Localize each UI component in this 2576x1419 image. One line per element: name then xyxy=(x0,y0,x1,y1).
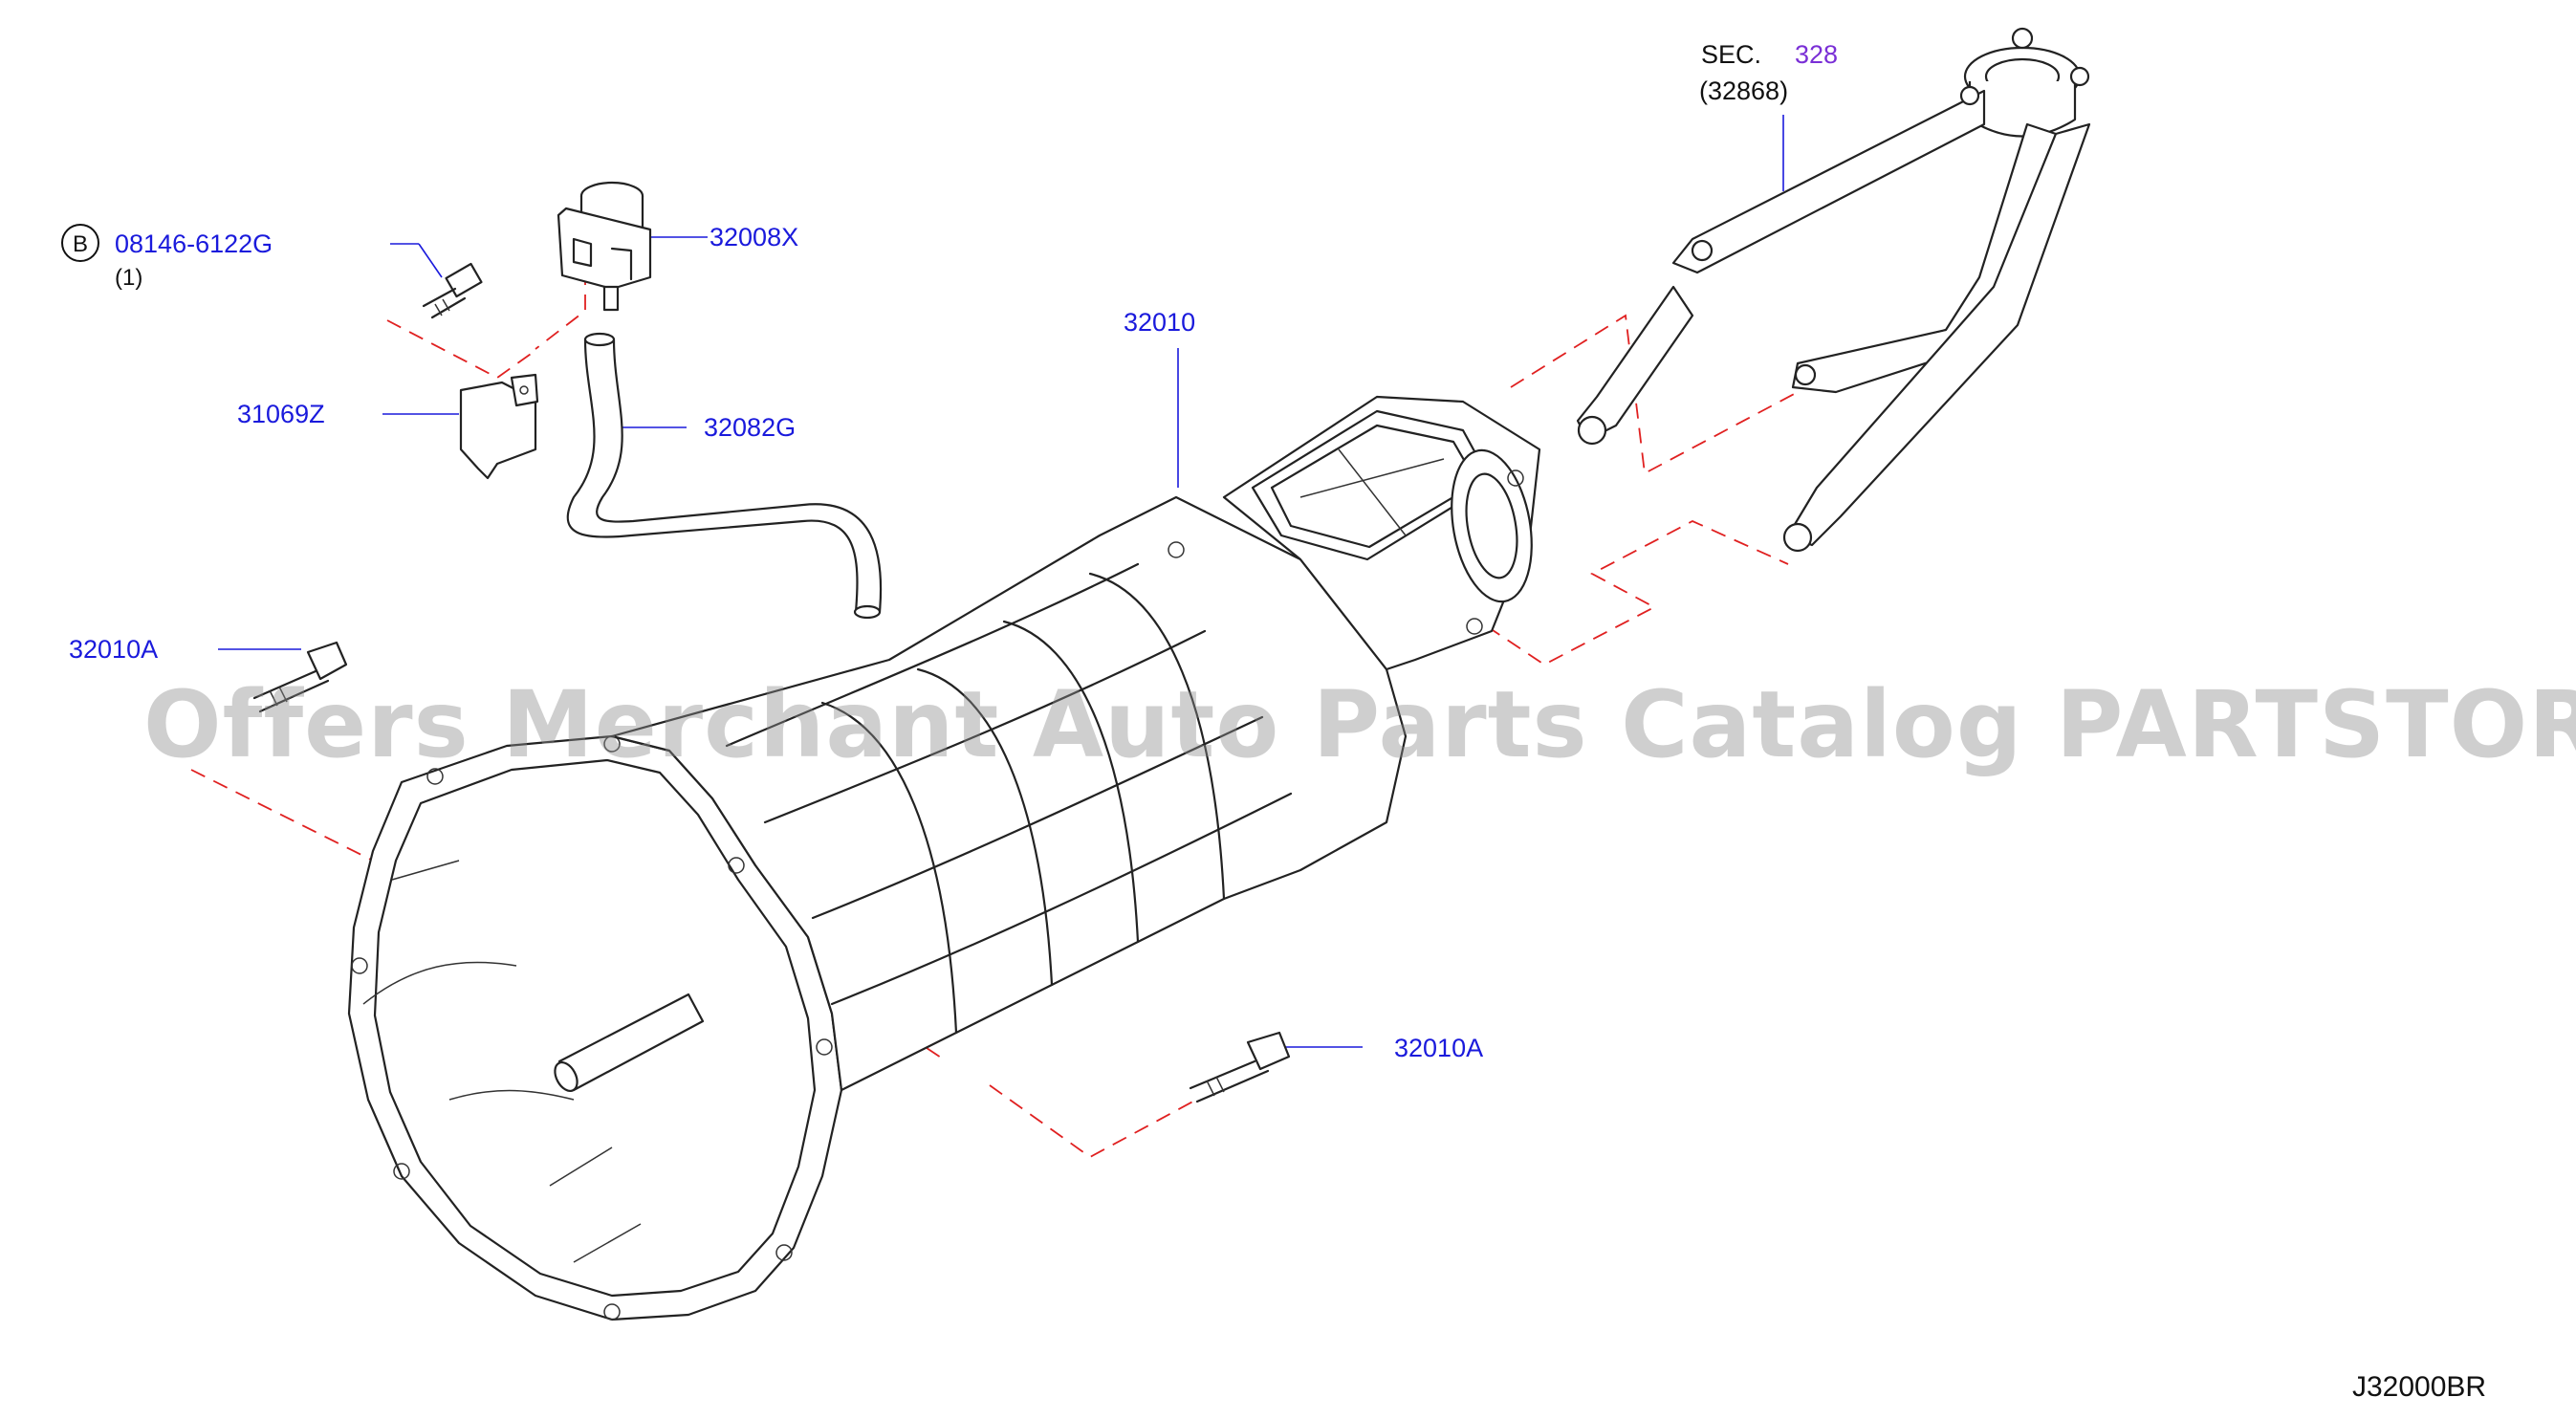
flange-bolt-lower xyxy=(1189,1031,1291,1103)
part-label-32010A-upper[interactable]: 32010A xyxy=(69,635,159,664)
part-label-08146-6122G[interactable]: 08146-6122G xyxy=(115,229,273,258)
part-label-32082G[interactable]: 32082G xyxy=(704,413,797,442)
part-label-32008X[interactable]: 32008X xyxy=(709,223,799,251)
section-part-label: (32868) xyxy=(1699,76,1789,105)
bolt-code-badge: B xyxy=(61,224,99,262)
part-label-32010[interactable]: 32010 xyxy=(1124,308,1196,337)
sensor-bracket xyxy=(459,373,539,480)
part-label-32010A-lower[interactable]: 32010A xyxy=(1394,1034,1484,1062)
transmission-assembly xyxy=(347,395,1541,1321)
flange-bolt-upper xyxy=(252,641,348,713)
sensor-switch xyxy=(557,181,652,312)
part-label-31069Z[interactable]: 31069Z xyxy=(237,400,325,428)
section-number-link[interactable]: 328 xyxy=(1795,40,1839,69)
diagram-code: J32000BR xyxy=(2352,1371,2487,1403)
flange-bolt-small xyxy=(422,262,483,319)
part-qty-label: (1) xyxy=(115,265,143,291)
transmission-mount-member xyxy=(1576,27,2091,553)
section-prefix-label: SEC. xyxy=(1701,40,1762,69)
breather-hose xyxy=(566,332,883,700)
catalog-watermark: Offers Merchant Auto Parts Catalog PARTS… xyxy=(143,671,2576,778)
